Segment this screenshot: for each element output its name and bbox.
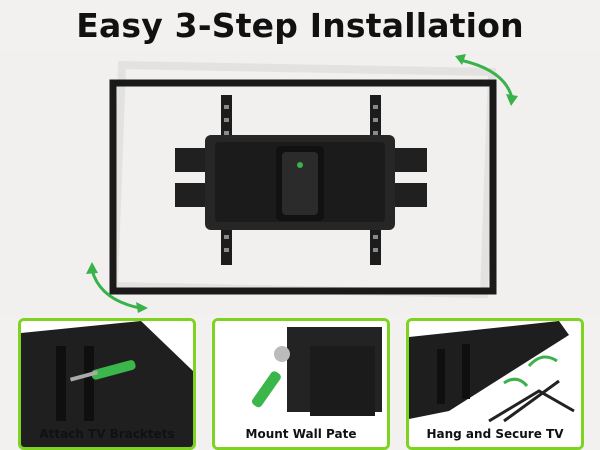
- page-title: Easy 3-Step Installation: [76, 6, 524, 45]
- wall-mount-bracket: [175, 95, 427, 265]
- screwdriver-icon: [69, 360, 136, 382]
- hero-illustration: [0, 50, 600, 315]
- wrench-icon: [252, 346, 290, 408]
- curved-arrows-icon: [503, 355, 558, 388]
- tv-frame: [109, 79, 497, 295]
- tilt-rotate-arrow-icon: [86, 54, 518, 313]
- step-label: Mount Wall Pate: [245, 427, 357, 441]
- step-hang-and-secure-tv: Hang and Secure TV: [406, 318, 584, 450]
- step-attach-tv-brackets: Attach TV Bracktets: [18, 318, 196, 450]
- step-mount-wall-plate: Mount Wall Pate: [212, 318, 390, 450]
- step-label: Hang and Secure TV: [426, 427, 564, 441]
- step-label: Attach TV Bracktets: [39, 427, 175, 441]
